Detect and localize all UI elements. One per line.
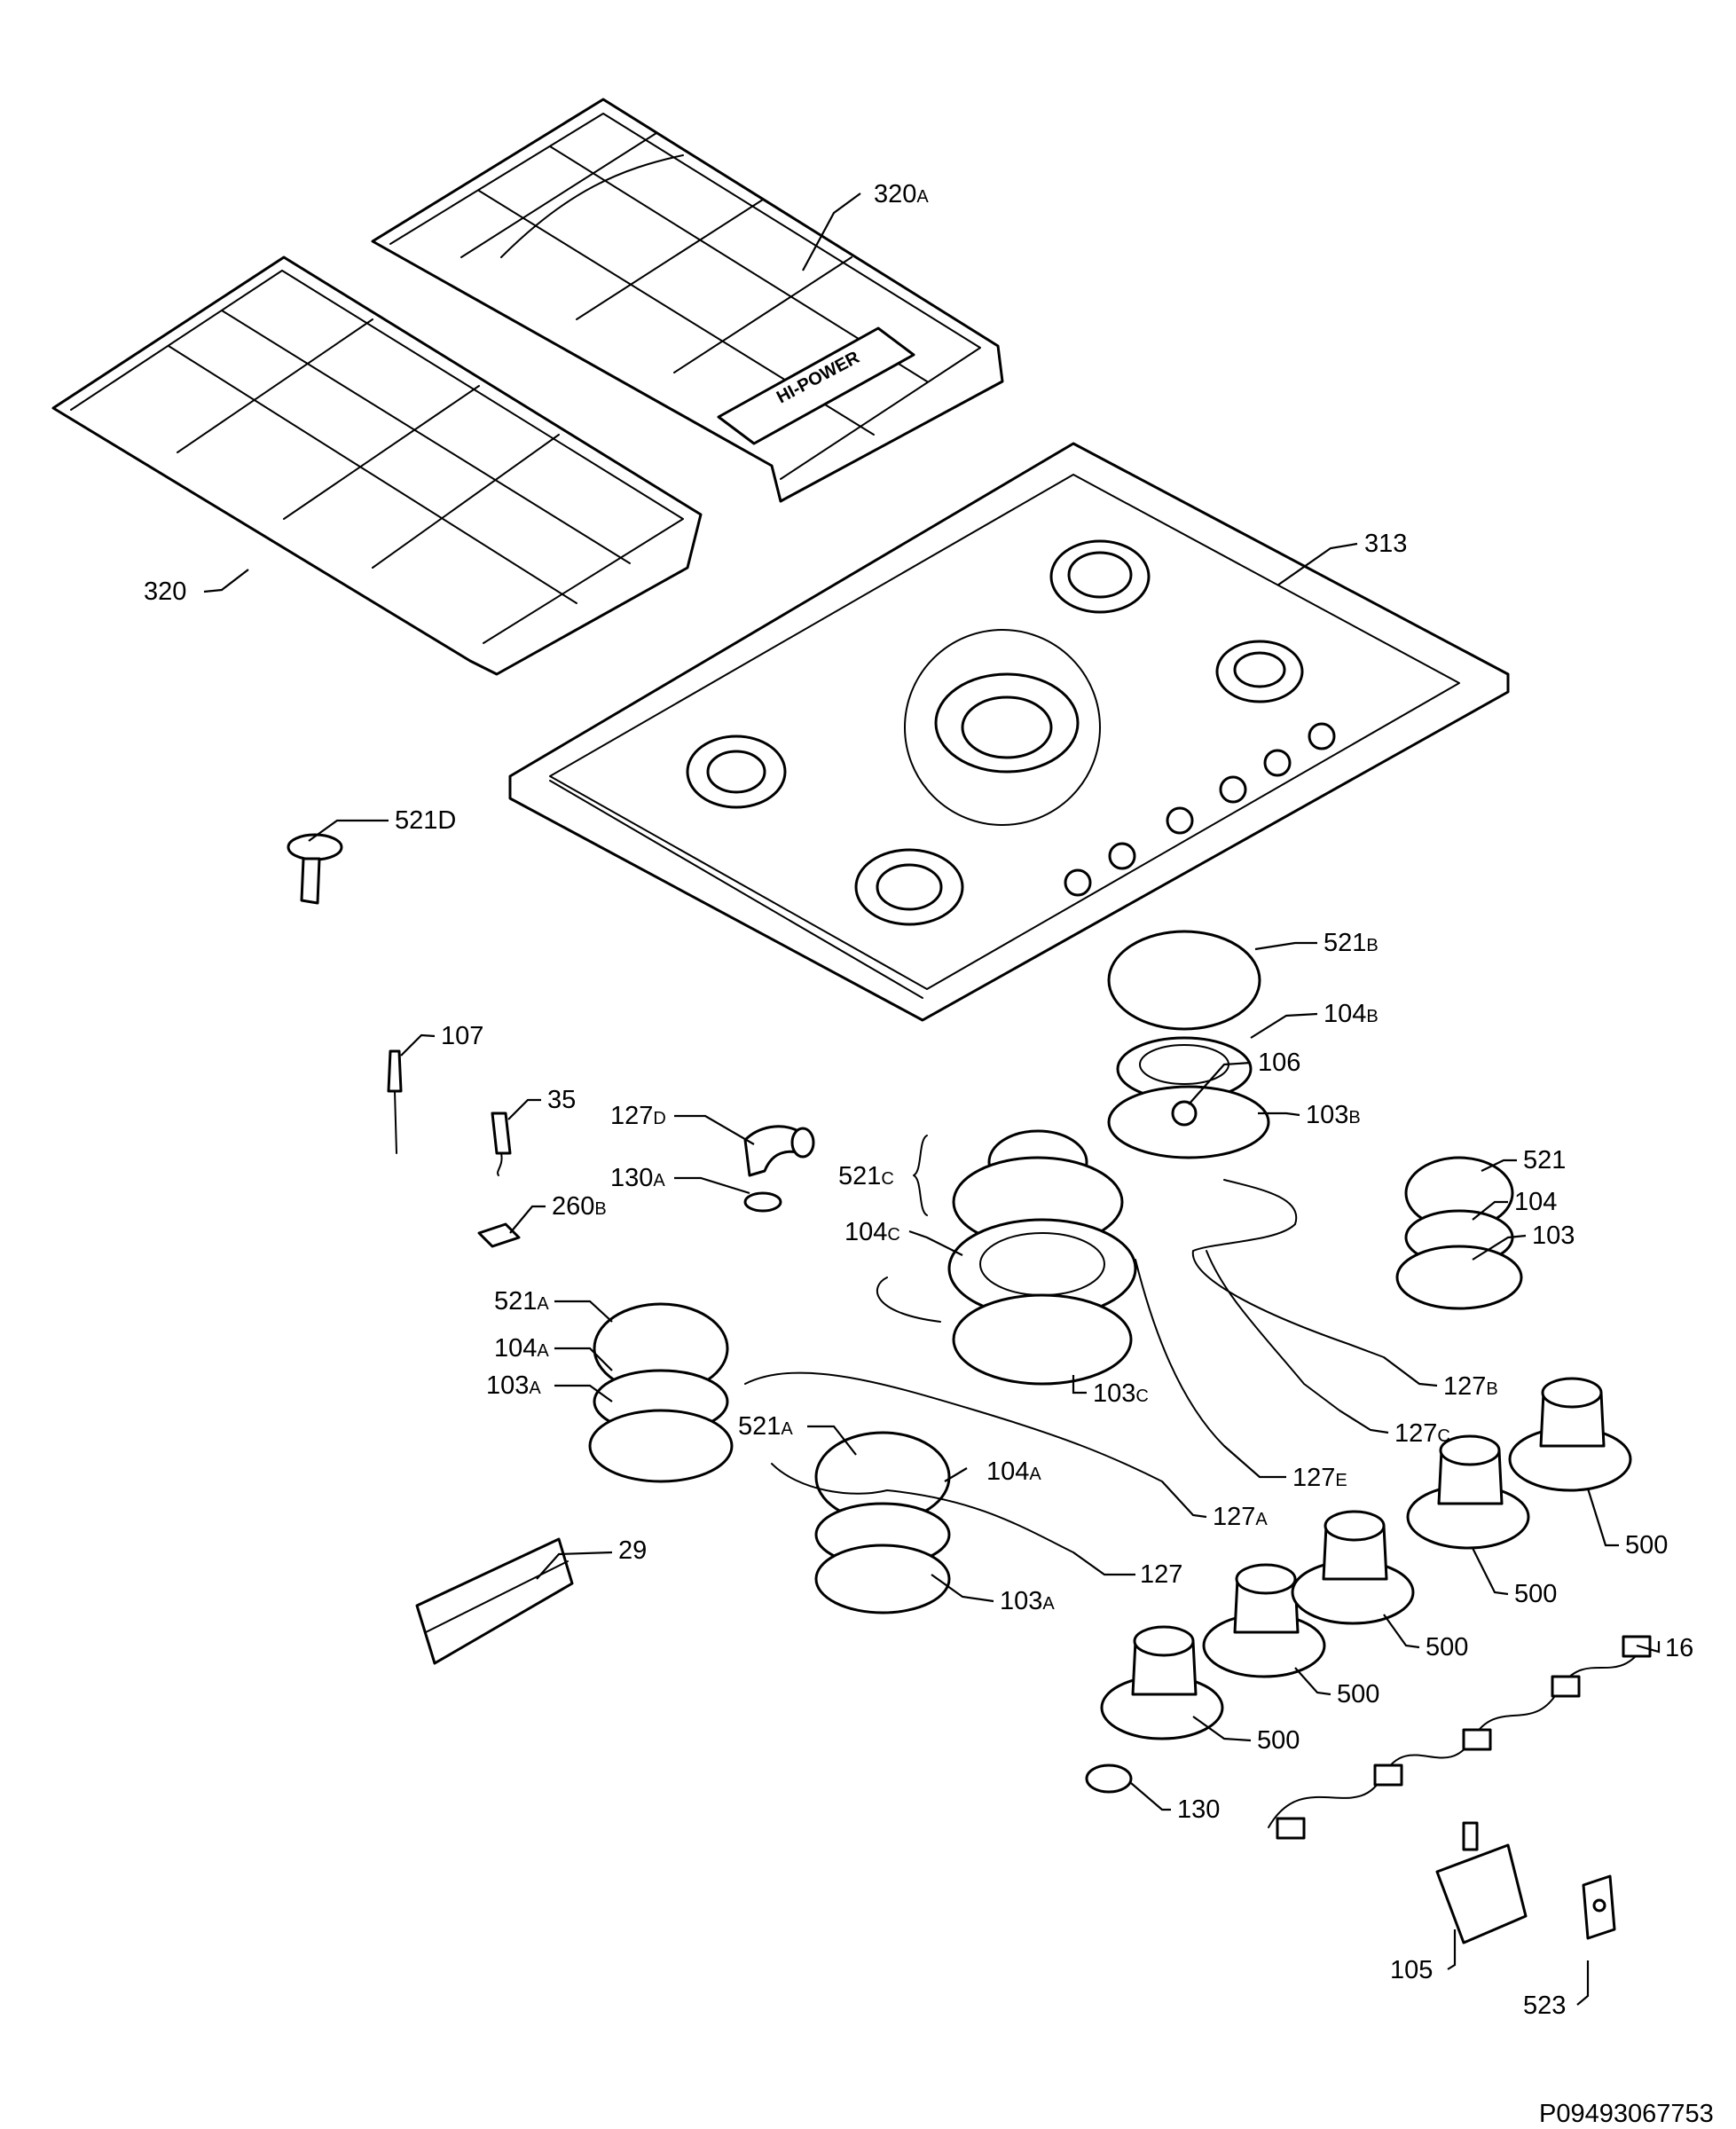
knob-1 [1100,1625,1224,1740]
knob-3 [1291,1510,1415,1625]
clip-260b [477,1222,521,1248]
knob-5 [1508,1377,1632,1492]
brace-521c [913,1135,928,1216]
label-104a-center: 104A [986,1457,1041,1486]
label-130: 130 [1177,1795,1220,1824]
hob-top-313 [508,442,1510,1022]
label-104: 104 [1514,1188,1557,1216]
gas-valve-105 [1435,1821,1528,1944]
label-521a-left: 521A [494,1287,549,1316]
label-104c: 104C [844,1218,900,1246]
bracket-523 [1582,1874,1616,1940]
label-104a-left: 104A [494,1334,549,1363]
pan-support-320a: HI-POWER [371,98,1004,503]
elbow-fitting-127d [743,1125,815,1213]
label-500-e: 500 [1625,1531,1668,1559]
label-130a: 130A [610,1164,665,1192]
label-500-d: 500 [1514,1580,1557,1608]
label-103: 103 [1532,1222,1575,1250]
label-521d: 521D [395,806,456,835]
pan-support-320 [51,255,703,676]
gas-pipes [744,1179,1385,1553]
label-103a-left: 103A [486,1371,541,1400]
label-127b: 127B [1443,1372,1498,1401]
label-127e: 127E [1292,1464,1347,1492]
label-16: 16 [1665,1634,1693,1662]
microswitch-harness-16 [1268,1635,1652,1840]
ignition-generator-29 [415,1537,574,1665]
burner-cap-521d [287,833,343,905]
label-320: 320 [144,577,186,606]
burner-b-assembly [1107,930,1270,1159]
thermocouple-107 [387,1049,403,1154]
label-320a: 320A [874,180,929,208]
leader-lines [203,192,1661,2006]
control-knobs-500 [1100,1377,1632,1740]
label-523: 523 [1523,1992,1566,2020]
label-127d: 127D [610,1102,666,1130]
label-521b: 521B [1324,929,1379,957]
label-107: 107 [441,1022,483,1050]
label-103a-center: 103A [1000,1587,1055,1615]
label-260b: 260B [552,1192,607,1221]
label-103b: 103B [1306,1101,1361,1129]
label-104b: 104B [1324,1000,1379,1028]
label-500-b: 500 [1337,1680,1379,1709]
burner-a-center-assembly [814,1431,951,1614]
label-127c: 127C [1394,1419,1450,1448]
ignition-electrode-35 [491,1112,512,1176]
label-521: 521 [1523,1146,1566,1174]
label-500-c: 500 [1426,1633,1468,1662]
burner-a-left-assembly [588,1302,734,1483]
label-35: 35 [547,1086,576,1114]
label-500-a: 500 [1257,1726,1300,1755]
reference-code: P09493067753 [1539,2100,1714,2128]
label-106: 106 [1258,1049,1300,1077]
label-127: 127 [1140,1560,1182,1589]
label-313: 313 [1364,530,1407,558]
label-29: 29 [618,1536,647,1565]
burner-c-assembly [947,1129,1137,1386]
callout-labels: 320A 320 313 521D 521B 104B 106 103B 107… [144,180,1693,2020]
label-103c: 103C [1093,1379,1149,1408]
knob-2 [1202,1563,1326,1678]
ring-130 [1085,1764,1133,1794]
label-521c: 521C [838,1162,894,1190]
label-521a-center: 521A [738,1412,793,1441]
knob-4 [1406,1434,1530,1550]
burner-right-assembly [1395,1156,1523,1310]
label-105: 105 [1390,1956,1433,1984]
label-127a: 127A [1213,1503,1268,1531]
